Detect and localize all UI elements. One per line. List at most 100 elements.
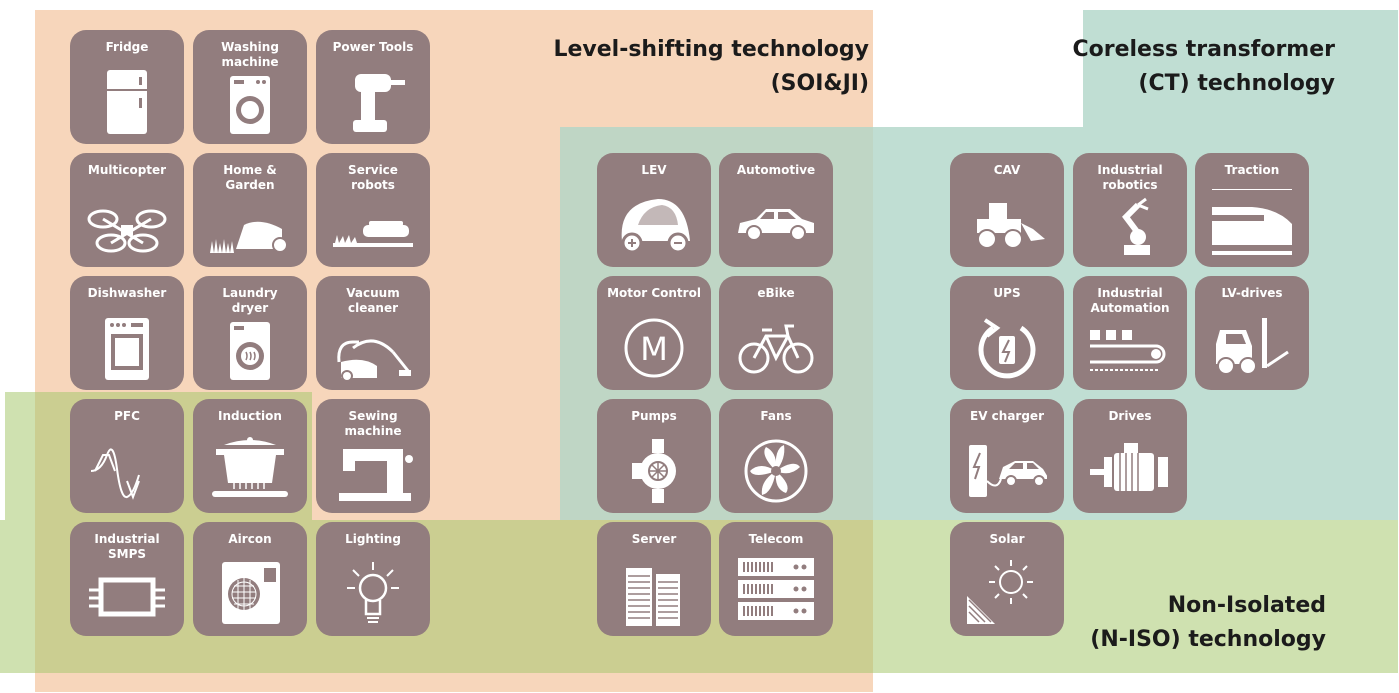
tile-label: Dishwasher (87, 286, 167, 300)
tile-label: Fridge (105, 40, 149, 54)
wheel-loader-icon (977, 203, 1045, 249)
tile-label: Motor Control (607, 286, 701, 300)
tile-label: LEV (641, 163, 667, 177)
fan-icon (744, 439, 808, 503)
level-shifting-label: Level-shifting technology (SOI&JI) (469, 33, 869, 101)
coreless-transformer-title: Coreless transformer (1072, 37, 1335, 62)
robot-arm-icon (1122, 197, 1150, 255)
tile-telecom: Telecom (719, 522, 833, 636)
tile-ebike: eBike (719, 276, 833, 390)
tile-label: PFC (114, 409, 140, 423)
coreless-transformer-region-top (1083, 10, 1398, 127)
forklift-icon (1216, 318, 1289, 375)
tile-traction: Traction (1195, 153, 1309, 267)
electric-microcar-icon (621, 199, 690, 254)
tile-service-robots: Service robots (316, 153, 430, 267)
tile-label: Drives (1108, 409, 1152, 423)
fridge-icon (107, 70, 147, 134)
tile-label: CAV (993, 163, 1021, 177)
tile-pfc: PFC (70, 399, 184, 513)
tile-label: Pumps (631, 409, 677, 423)
dryer-icon (230, 322, 270, 380)
sine-wave-icon (90, 448, 140, 500)
tile-aircon: Aircon (193, 522, 307, 636)
battery-cycle-icon (978, 318, 1036, 379)
electric-motor-icon (1090, 443, 1168, 491)
tile-label: Sewing machine (344, 409, 402, 438)
robot-vacuum-icon (333, 221, 413, 247)
power-module-icon (89, 577, 165, 617)
tile-home-garden: Home & Garden (193, 153, 307, 267)
motor-m-icon: M (624, 318, 684, 378)
tile-label: Aircon (228, 532, 272, 546)
non-isolated-label: Non-Isolated (N-ISO) technology (986, 589, 1326, 657)
tile-induction: Induction (193, 399, 307, 513)
conveyor-icon (1090, 330, 1166, 371)
coreless-transformer-subtitle: (CT) technology (1138, 71, 1335, 96)
tile-label: Washing machine (221, 40, 279, 69)
non-isolated-title: Non-Isolated (1167, 593, 1326, 618)
robot-mower-icon (210, 221, 288, 253)
tile-label: UPS (993, 286, 1021, 300)
cooking-pot-icon (212, 437, 288, 497)
tile-washing-machine: Washing machine (193, 30, 307, 144)
tile-label: Automotive (736, 163, 816, 177)
tile-lev: LEV (597, 153, 711, 267)
tile-drives: Drives (1073, 399, 1187, 513)
svg-text:M: M (640, 330, 668, 368)
car-icon (738, 209, 814, 241)
non-isolated-subtitle: (N-ISO) technology (1090, 627, 1326, 652)
tile-label: Fans (760, 409, 792, 423)
level-shifting-title: Level-shifting technology (553, 37, 869, 62)
tile-label: Laundry dryer (222, 286, 278, 315)
tile-cav: CAV (950, 153, 1064, 267)
coreless-transformer-label: Coreless transformer (CT) technology (1015, 33, 1335, 101)
tile-industrial-smps: Industrial SMPS (70, 522, 184, 636)
tile-ev-charger: EV charger (950, 399, 1064, 513)
tile-label: Telecom (748, 532, 804, 546)
tile-label: Server (631, 532, 677, 546)
drone-icon (87, 209, 167, 253)
tile-ups: UPS (950, 276, 1064, 390)
tile-server: Server (597, 522, 711, 636)
tile-label: Traction (1224, 163, 1280, 177)
tile-automotive: Automotive (719, 153, 833, 267)
server-rack-icon (626, 568, 680, 626)
tile-label: eBike (757, 286, 795, 300)
solar-panel-icon (967, 560, 1033, 624)
air-conditioner-icon (222, 562, 280, 624)
light-bulb-icon (347, 562, 399, 623)
tile-dishwasher: Dishwasher (70, 276, 184, 390)
tile-label: Industrial SMPS (94, 532, 160, 561)
drill-icon (353, 74, 405, 132)
level-shifting-subtitle: (SOI&JI) (770, 71, 869, 96)
pump-icon (632, 439, 676, 503)
tile-label: Lighting (345, 532, 401, 546)
dishwasher-icon (105, 318, 149, 380)
tile-label: Multicopter (87, 163, 167, 177)
tile-label: Industrial Automation (1090, 286, 1170, 315)
tile-multicopter: Multicopter (70, 153, 184, 267)
tile-sewing-machine: Sewing machine (316, 399, 430, 513)
tile-fans: Fans (719, 399, 833, 513)
tile-label: EV charger (970, 409, 1044, 423)
tile-label: Induction (218, 409, 282, 423)
tile-label: Industrial robotics (1097, 163, 1163, 192)
tile-lv-drives: LV-drives (1195, 276, 1309, 390)
vacuum-cleaner-icon (337, 339, 411, 382)
bicycle-icon (738, 324, 814, 374)
tile-label: Service robots (348, 163, 398, 192)
tile-motor-control: Motor Control M (597, 276, 711, 390)
tile-vacuum-cleaner: Vacuum cleaner (316, 276, 430, 390)
ev-charger-icon (969, 445, 1047, 497)
tile-lighting: Lighting (316, 522, 430, 636)
tile-laundry-dryer: Laundry dryer (193, 276, 307, 390)
tile-label: Solar (989, 532, 1025, 546)
washing-machine-icon (230, 76, 270, 134)
train-icon (1212, 189, 1292, 255)
telecom-rack-icon (738, 558, 814, 620)
tile-label: LV-drives (1221, 286, 1283, 300)
tile-pumps: Pumps (597, 399, 711, 513)
tile-label: Power Tools (332, 40, 414, 54)
sewing-machine-icon (339, 449, 413, 501)
